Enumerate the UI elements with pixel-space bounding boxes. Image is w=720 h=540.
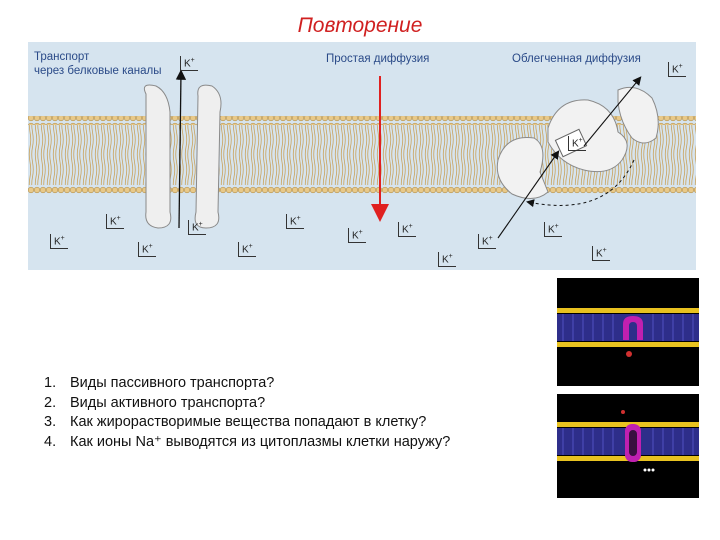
ion-label: K+ bbox=[438, 252, 456, 267]
question-item: 2.Виды активного транспорта? bbox=[44, 394, 450, 414]
ion-symbol: K bbox=[548, 224, 555, 235]
ion-label: K+ bbox=[286, 214, 304, 229]
ion-label: K+ bbox=[50, 234, 68, 249]
ion-label: K+ bbox=[188, 220, 206, 235]
ion-charge: + bbox=[449, 253, 453, 260]
animation-illustration bbox=[557, 394, 699, 498]
ion-symbol: K bbox=[672, 64, 679, 75]
question-number: 4. bbox=[44, 433, 70, 453]
ion-label: K+ bbox=[668, 62, 686, 77]
ion-charge: + bbox=[359, 229, 363, 236]
ion-symbol: K bbox=[572, 138, 579, 149]
ion-charge: + bbox=[489, 235, 493, 242]
ion-charge: + bbox=[199, 221, 203, 228]
ion-charge: + bbox=[117, 215, 121, 222]
membrane-animation-frame-1 bbox=[557, 278, 699, 386]
ion-symbol: K bbox=[402, 224, 409, 235]
page-title: Повторение bbox=[0, 14, 720, 38]
ion-label: K+ bbox=[568, 136, 586, 151]
membrane-animation-frame-2 bbox=[557, 394, 699, 498]
question-text: Виды активного транспорта? bbox=[70, 395, 265, 411]
ion-symbol: K bbox=[482, 236, 489, 247]
ion-charge: + bbox=[579, 137, 583, 144]
ion-label: K+ bbox=[398, 222, 416, 237]
membrane-transport-diagram: Транспорт через белковые каналы Простая … bbox=[28, 42, 696, 270]
animation-illustration bbox=[557, 278, 699, 386]
ion-label: K+ bbox=[478, 234, 496, 249]
label-simple-diffusion: Простая диффузия bbox=[326, 52, 429, 66]
label-channel-transport: Транспорт через белковые каналы bbox=[34, 50, 162, 78]
question-item: 1.Виды пассивного транспорта? bbox=[44, 374, 450, 394]
question-item: 3.Как жирорастворимые вещества попадают … bbox=[44, 413, 450, 433]
ion-charge: + bbox=[191, 57, 195, 64]
ion-charge: + bbox=[679, 63, 683, 70]
question-number: 1. bbox=[44, 374, 70, 394]
ion-label: K+ bbox=[238, 242, 256, 257]
ion-label: K+ bbox=[348, 228, 366, 243]
ion-charge: + bbox=[61, 235, 65, 242]
ion-symbol: K bbox=[290, 216, 297, 227]
ion-label: K+ bbox=[138, 242, 156, 257]
label-facilitated-diffusion: Облегченная диффузия bbox=[512, 52, 641, 66]
ion-label: K+ bbox=[592, 246, 610, 261]
ion-symbol: K bbox=[192, 222, 199, 233]
ion-charge: + bbox=[603, 247, 607, 254]
question-text: Как жирорастворимые вещества попадают в … bbox=[70, 414, 426, 430]
ion-symbol: K bbox=[596, 248, 603, 259]
ion-charge: + bbox=[555, 223, 559, 230]
label-channel-line1: Транспорт bbox=[34, 50, 162, 64]
question-text: Как ионы Na⁺ выводятся из цитоплазмы кле… bbox=[70, 434, 450, 450]
ion-charge: + bbox=[409, 223, 413, 230]
question-item: 4.Как ионы Na⁺ выводятся из цитоплазмы к… bbox=[44, 433, 450, 453]
ion-symbol: K bbox=[352, 230, 359, 241]
ion-symbol: K bbox=[442, 254, 449, 265]
ion-charge: + bbox=[249, 243, 253, 250]
questions-list: 1.Виды пассивного транспорта? 2.Виды акт… bbox=[44, 374, 450, 452]
ion-label: K+ bbox=[180, 56, 198, 71]
label-channel-line2: через белковые каналы bbox=[34, 64, 162, 78]
ion-label: K+ bbox=[544, 222, 562, 237]
ion-symbol: K bbox=[142, 244, 149, 255]
question-text: Виды пассивного транспорта? bbox=[70, 375, 274, 391]
question-number: 3. bbox=[44, 413, 70, 433]
ion-symbol: K bbox=[110, 216, 117, 227]
ion-symbol: K bbox=[184, 58, 191, 69]
ion-charge: + bbox=[297, 215, 301, 222]
ion-symbol: K bbox=[54, 236, 61, 247]
ion-symbol: K bbox=[242, 244, 249, 255]
ion-label: K+ bbox=[106, 214, 124, 229]
ion-charge: + bbox=[149, 243, 153, 250]
question-number: 2. bbox=[44, 394, 70, 414]
